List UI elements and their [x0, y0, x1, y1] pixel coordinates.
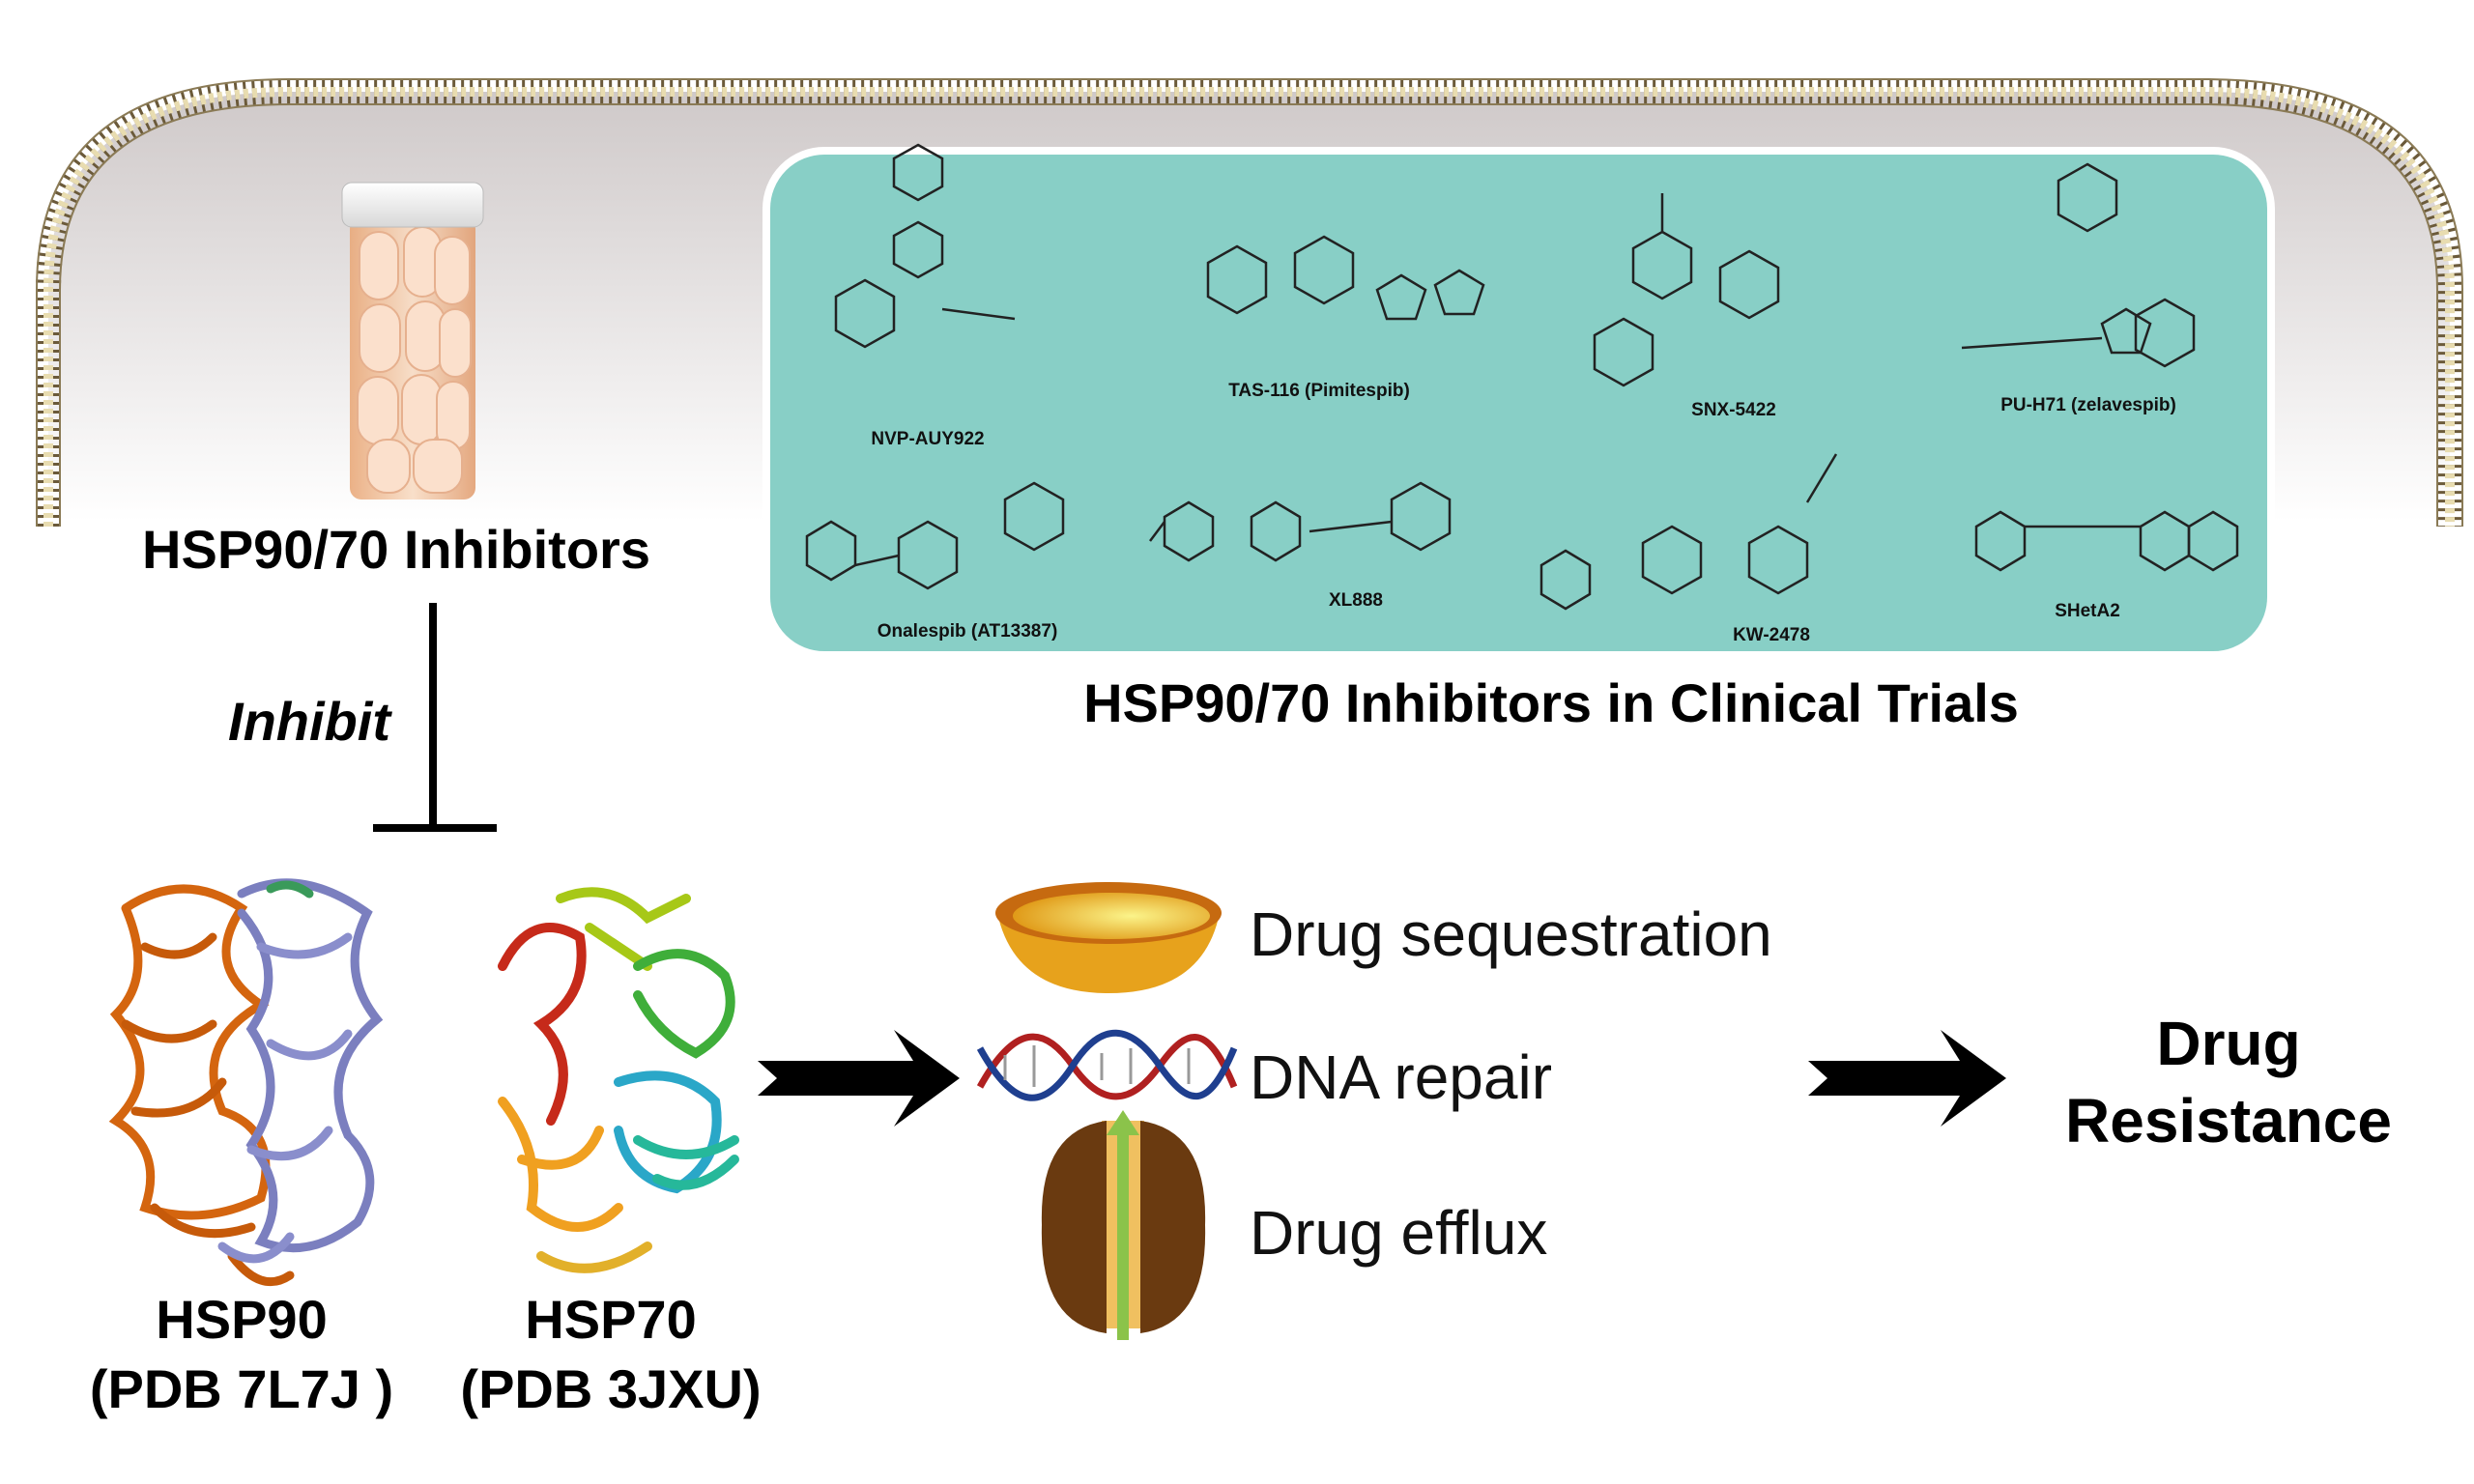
compound-label: PU-H71 (zelavespib)	[2000, 395, 2176, 415]
hsp70-label: HSP70 (PDB 3JXU)	[460, 1285, 761, 1424]
arrow-right-icon	[1808, 1030, 2006, 1127]
compound-label: XL888	[1329, 590, 1383, 611]
compound-label: Onalespib (AT13387)	[877, 621, 1058, 642]
outcome-line2: Resistance	[2065, 1086, 2392, 1156]
dna-icon	[976, 1029, 1238, 1101]
mechanism-dna-repair: DNA repair	[1250, 1042, 1552, 1112]
efflux-pump-icon	[1041, 1110, 1206, 1340]
compound-label: SNX-5422	[1691, 400, 1776, 420]
pill-bottle-icon	[341, 182, 484, 499]
compound-label: TAS-116 (Pimitespib)	[1228, 381, 1410, 401]
hsp70-structure-image	[498, 887, 739, 1273]
compound-label: KW-2478	[1733, 625, 1810, 645]
clinical-trials-panel	[762, 147, 2275, 659]
protein-pdb: (PDB 7L7J )	[89, 1358, 394, 1419]
protein-pdb: (PDB 3JXU)	[460, 1358, 762, 1419]
arrow-right-icon	[758, 1030, 960, 1127]
compound-label: SHetA2	[2055, 601, 2120, 621]
compound-label: NVP-AUY922	[871, 429, 985, 449]
protein-name: HSP90	[156, 1289, 328, 1350]
hsp90-structure-image	[108, 878, 384, 1287]
inhibition-symbol	[373, 603, 497, 832]
drug-resistance-label: Drug Resistance	[2065, 1005, 2392, 1159]
inhibitors-label: HSP90/70 Inhibitors	[142, 519, 650, 580]
mechanism-drug-sequestration: Drug sequestration	[1250, 899, 1772, 969]
outcome-line1: Drug	[2156, 1009, 2301, 1078]
hsp90-label: HSP90 (PDB 7L7J )	[90, 1285, 393, 1424]
bowl-icon	[995, 882, 1222, 993]
inhibit-label: Inhibit	[228, 691, 390, 752]
clinical-trials-title: HSP90/70 Inhibitors in Clinical Trials	[1083, 672, 2019, 733]
chemical-structures	[805, 143, 2239, 611]
mechanism-drug-efflux: Drug efflux	[1250, 1198, 1548, 1268]
protein-name: HSP70	[525, 1289, 697, 1350]
